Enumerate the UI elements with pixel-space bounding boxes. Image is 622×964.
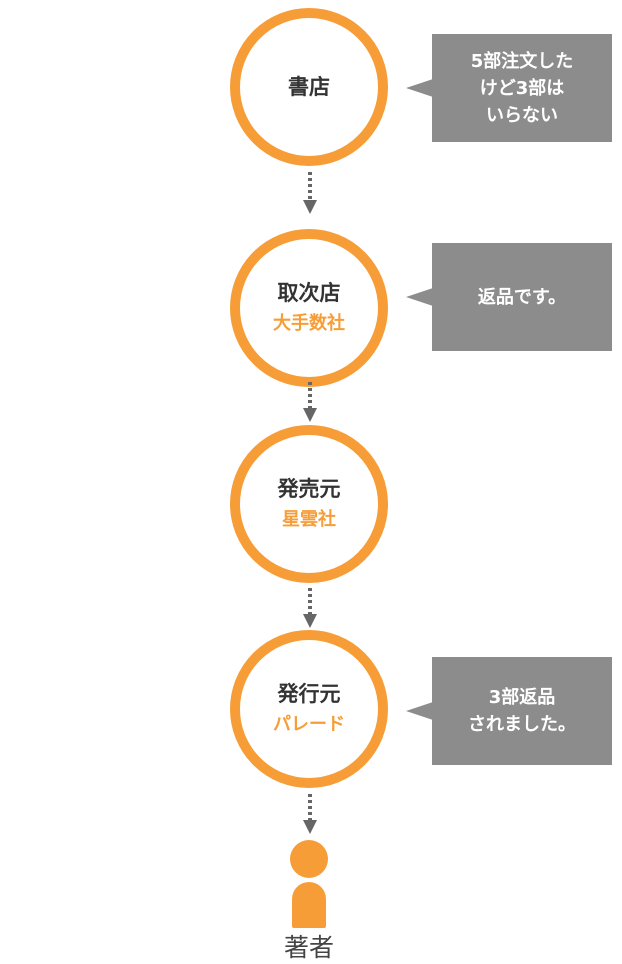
- node-seller: 発売元 星雲社: [230, 425, 388, 583]
- connector-arrow: [303, 588, 317, 628]
- node-distributor: 取次店 大手数社: [230, 229, 388, 387]
- person-body: [292, 882, 326, 928]
- bubble-tail: [406, 702, 433, 720]
- author-label: 著者: [283, 933, 334, 962]
- node-publisher: 発行元 パレード: [230, 630, 388, 788]
- person-icon: [290, 840, 328, 928]
- node-title: 書店: [288, 75, 330, 99]
- node-title: 発行元: [277, 682, 341, 706]
- connector-arrow: [303, 382, 317, 422]
- node-subtitle: 大手数社: [273, 313, 345, 334]
- bubble-text: 返品です。: [477, 286, 567, 308]
- node-bookstore: 書店: [230, 8, 388, 166]
- person-head: [290, 840, 328, 878]
- speech-bubble-bookstore: 5部注文した けど3部は いらない: [432, 34, 612, 142]
- speech-bubble-publisher: 3部返品 されました。: [432, 657, 612, 765]
- node-subtitle: パレード: [273, 714, 345, 735]
- node-title: 発売元: [277, 477, 341, 501]
- speech-bubble-distributor: 返品です。: [432, 243, 612, 351]
- node-subtitle: 星雲社: [282, 509, 336, 530]
- bubble-text: 3部返品 されました。: [468, 687, 576, 735]
- node-title: 取次店: [277, 281, 341, 305]
- bubble-tail: [406, 288, 433, 306]
- bubble-text: 5部注文した けど3部は いらない: [470, 50, 574, 126]
- bubble-tail: [406, 79, 433, 97]
- connector-arrow: [303, 172, 317, 214]
- connector-arrow: [303, 794, 317, 834]
